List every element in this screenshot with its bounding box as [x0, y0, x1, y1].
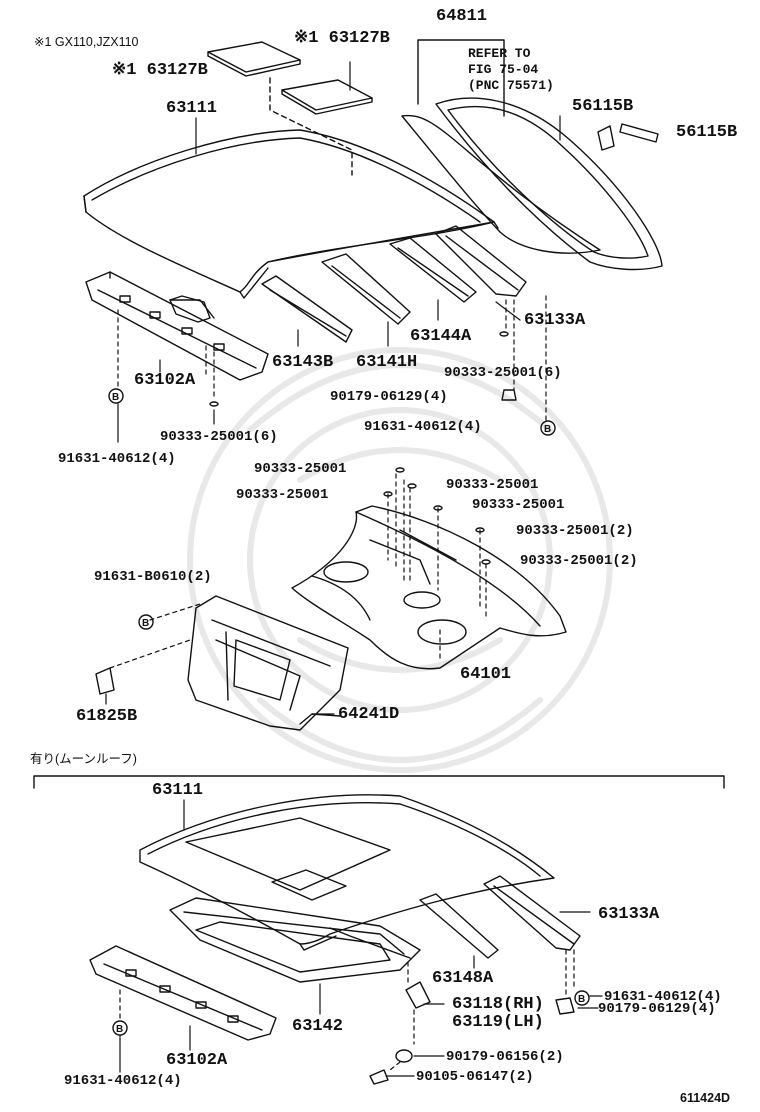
marker-b-text: B [544, 424, 551, 435]
ref-line-3: (PNC 75571) [468, 78, 554, 93]
label-90333-2b: 90333-25001(2) [520, 553, 638, 569]
marker-b-text: B [142, 618, 149, 629]
nut-90179-06156 [395, 1049, 413, 1063]
label-63144a: 63144A [410, 327, 472, 346]
roof-bow-63144a [389, 237, 477, 303]
label-56115b-a: 56115B [572, 97, 634, 116]
label-63127b-top: ※1 63127B [294, 29, 390, 48]
roof-bow-63143b [261, 275, 353, 343]
label-90105-06147: 90105-06147(2) [416, 1069, 534, 1085]
label-90179-4-lower: 90179-06129(4) [598, 1001, 716, 1017]
front-header-63102a-upper [85, 271, 269, 381]
ref-line-1: REFER TO [468, 46, 531, 61]
diagram-id: 611424D [680, 1091, 731, 1105]
solid-leaders-upper [117, 61, 561, 443]
marker-b [540, 420, 556, 436]
roof-panel-upper [83, 129, 499, 299]
label-90179-06156: 90179-06156(2) [446, 1049, 564, 1065]
marker-b [108, 388, 124, 404]
marker-b [574, 990, 590, 1006]
roof-rail-63133a [435, 225, 527, 297]
marker-b [112, 1020, 128, 1036]
nut-90179-06129-lower [555, 997, 575, 1015]
label-63111-upper: 63111 [166, 99, 218, 118]
watermark-emblem [187, 347, 613, 773]
label-63148a: 63148A [432, 969, 494, 988]
label-61825b: 61825B [76, 707, 138, 726]
label-90333-s4: 90333-25001 [472, 497, 565, 513]
label-90333-s3: 90333-25001 [236, 487, 329, 503]
label-91631-4-left: 91631-40612(4) [58, 451, 176, 467]
label-91631-4-right: 91631-40612(4) [364, 419, 482, 435]
label-56115b-b: 56115B [676, 123, 738, 142]
label-91631-4-lower-right: 91631-40612(4) [604, 989, 722, 1005]
label-63141h: 63141H [356, 353, 418, 372]
label-90333-2a: 90333-25001(2) [516, 523, 634, 539]
bracket-63118-63119 [405, 981, 431, 1009]
side-rail-63148a [419, 893, 499, 959]
label-63111-lower: 63111 [152, 781, 204, 800]
label-64811: 64811 [436, 7, 488, 26]
bolt-90105-06147 [369, 1069, 389, 1085]
rear-window-bracket [417, 39, 505, 117]
label-63142: 63142 [292, 1017, 344, 1036]
sunroof-housing-63142 [169, 897, 421, 983]
refer-to-fig: REFER TO FIG 75-04 (PNC 75571) [468, 46, 554, 94]
back-panel-64241d [187, 595, 349, 731]
label-91631-4-lower-left: 91631-40612(4) [64, 1073, 182, 1089]
marker-b-group-upper: B B B [108, 388, 556, 630]
label-64101: 64101 [460, 665, 512, 684]
label-90333-6-right: 90333-25001(6) [444, 365, 562, 381]
marker-b-text: B [112, 392, 119, 403]
label-90333-s2: 90333-25001 [446, 477, 539, 493]
rear-window-glass [401, 97, 663, 271]
front-header-63102a-lower [89, 945, 277, 1041]
marker-b-group-lower: B B [112, 990, 590, 1036]
package-tray-64101 [291, 505, 567, 670]
label-63133a-lower: 63133A [598, 905, 660, 924]
label-64241d: 64241D [338, 705, 400, 724]
marker-b-text: B [578, 994, 585, 1005]
plug-61825b [95, 667, 115, 695]
label-63102a-lower: 63102A [166, 1051, 228, 1070]
marker-b-text: B [116, 1024, 123, 1035]
ref-line-2: FIG 75-04 [468, 62, 539, 77]
section-title-moonroof: 有り(ムーンルーフ) [30, 752, 137, 766]
label-63102a-upper: 63102A [134, 371, 196, 390]
label-63143b: 63143B [272, 353, 334, 372]
sunroof-panel-upper [207, 41, 301, 77]
section-bracket [33, 775, 725, 789]
roof-panel-lower-moonroof [139, 794, 555, 951]
label-90179-4-upper: 90179-06129(4) [330, 389, 448, 405]
sunroof-panel-lower [281, 79, 373, 115]
label-91631-b0610: 91631-B0610(2) [94, 569, 212, 585]
label-63133a-upper: 63133A [524, 311, 586, 330]
note-model-codes: ※1 GX110,JZX110 [34, 35, 139, 49]
clip-56115b [597, 123, 659, 151]
label-90333-6-left: 90333-25001(6) [160, 429, 278, 445]
label-63119: 63119(LH) [452, 1013, 544, 1032]
roof-bow-63141h [321, 253, 411, 325]
side-rail-63133a-lower [483, 875, 581, 951]
label-90333-s1: 90333-25001 [254, 461, 347, 477]
leader-lines-lower [119, 949, 575, 1071]
marker-b [138, 614, 154, 630]
sunroof-dashed-leader [269, 77, 353, 176]
label-63118: 63118(RH) [452, 995, 544, 1014]
fasteners-upper [209, 331, 517, 565]
label-63127b-left: ※1 63127B [112, 61, 208, 80]
solid-leaders-lower [119, 799, 603, 1077]
